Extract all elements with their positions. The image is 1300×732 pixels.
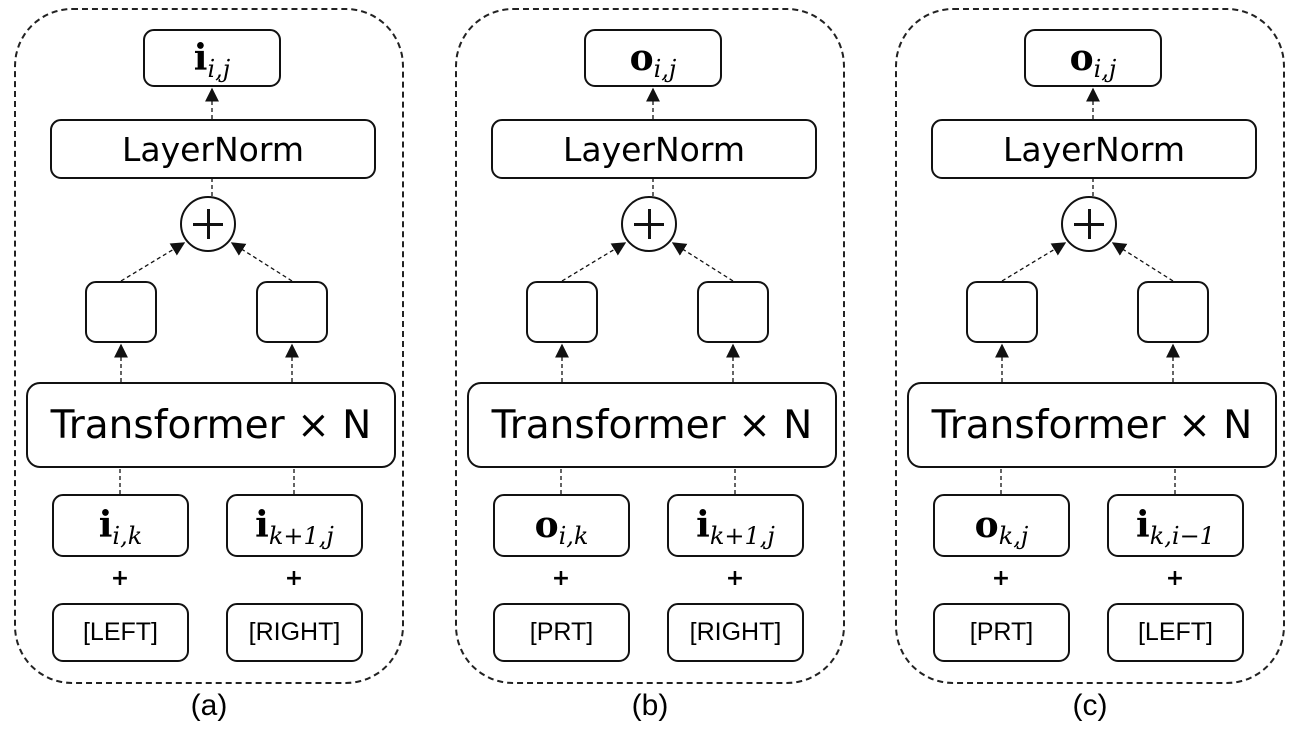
output-vector: o bbox=[1069, 36, 1094, 79]
transformer-label: Transformer × N bbox=[50, 402, 372, 448]
layernorm-block: LayerNorm bbox=[491, 119, 817, 179]
right-input-representation: ik,i−1 bbox=[1136, 504, 1215, 548]
layernorm-label: LayerNorm bbox=[1002, 129, 1185, 169]
left-token-label: [PRT] bbox=[529, 618, 594, 646]
left-token-label: [LEFT] bbox=[82, 618, 158, 646]
output-subscript: i,j bbox=[1093, 54, 1117, 83]
right-span-embedding-box bbox=[697, 281, 769, 343]
arrow-left-emb-to-sum bbox=[1001, 242, 1067, 282]
right-plus-sign: + bbox=[284, 566, 304, 591]
right-span-embedding-box bbox=[256, 281, 328, 343]
panel-caption: (b) bbox=[631, 689, 669, 722]
transformer-label: Transformer × N bbox=[491, 402, 813, 448]
right-input-subscript: k,i−1 bbox=[1149, 522, 1215, 550]
left-input-vector: o bbox=[534, 504, 559, 546]
right-plus-sign: + bbox=[725, 566, 745, 591]
connector-arrows bbox=[555, 87, 740, 494]
layernorm-label: LayerNorm bbox=[121, 129, 304, 169]
transformer-block: Transformer × N bbox=[907, 382, 1277, 468]
left-input-box: oi,k bbox=[493, 494, 630, 557]
sum-operator-icon bbox=[180, 196, 236, 252]
right-span-embedding-box bbox=[1137, 281, 1209, 343]
right-token-box: [RIGHT] bbox=[226, 603, 363, 662]
output-vector: o bbox=[629, 36, 654, 79]
transformer-block: Transformer × N bbox=[467, 382, 837, 468]
left-input-vector: i bbox=[98, 504, 113, 546]
left-token-box: [PRT] bbox=[493, 603, 630, 662]
left-token-box: [LEFT] bbox=[52, 603, 189, 662]
right-token-label: [RIGHT] bbox=[248, 618, 341, 646]
transformer-label: Transformer × N bbox=[931, 402, 1253, 448]
layernorm-label: LayerNorm bbox=[562, 129, 745, 169]
left-input-box: ok,j bbox=[933, 494, 1070, 557]
output-subscript: i,j bbox=[207, 54, 231, 83]
left-plus-sign: + bbox=[991, 566, 1011, 591]
right-token-label: [RIGHT] bbox=[689, 618, 782, 646]
right-input-box: ik+1,j bbox=[226, 494, 363, 557]
sum-operator-icon bbox=[621, 196, 677, 252]
left-span-embedding-box bbox=[966, 281, 1038, 343]
right-input-box: ik,i−1 bbox=[1107, 494, 1244, 557]
left-input-subscript: i,k bbox=[558, 522, 589, 550]
output-representation-box: oi,j bbox=[584, 29, 722, 87]
output-vector: i bbox=[193, 36, 208, 79]
connector-arrows bbox=[114, 87, 299, 494]
right-plus-sign: + bbox=[1165, 566, 1185, 591]
arrow-right-emb-to-sum bbox=[1111, 242, 1174, 282]
output-representation: oi,j bbox=[629, 36, 677, 81]
right-input-vector: i bbox=[1136, 504, 1150, 546]
left-span-embedding-box bbox=[526, 281, 598, 343]
left-input-box: ii,k bbox=[52, 494, 189, 557]
left-input-subscript: k,j bbox=[998, 522, 1029, 550]
left-input-vector: o bbox=[974, 504, 999, 546]
left-token-box: [PRT] bbox=[933, 603, 1070, 662]
right-input-vector: i bbox=[696, 504, 710, 546]
output-representation-box: ii,j bbox=[143, 29, 281, 87]
left-plus-sign: + bbox=[551, 566, 571, 591]
left-token-label: [PRT] bbox=[969, 618, 1034, 646]
sum-operator-icon bbox=[1061, 196, 1117, 252]
arrow-left-emb-to-sum bbox=[120, 242, 186, 282]
right-token-box: [LEFT] bbox=[1107, 603, 1244, 662]
output-representation: oi,j bbox=[1069, 36, 1117, 81]
transformer-block: Transformer × N bbox=[26, 382, 396, 468]
diagram-panel-2: oi,j LayerNorm Transformer × N oi,k ik+1… bbox=[455, 8, 845, 684]
connector-arrows bbox=[995, 87, 1180, 494]
diagram-panel-1: ii,j LayerNorm Transformer × N ii,k ik+1… bbox=[14, 8, 404, 684]
right-token-box: [RIGHT] bbox=[667, 603, 804, 662]
left-input-representation: oi,k bbox=[534, 504, 589, 548]
right-input-subscript: k+1,j bbox=[268, 522, 334, 550]
right-token-label: [LEFT] bbox=[1137, 618, 1213, 646]
panel-caption: (c) bbox=[1072, 689, 1108, 722]
diagram-panel-3: oi,j LayerNorm Transformer × N ok,j ik,i… bbox=[895, 8, 1285, 684]
layernorm-block: LayerNorm bbox=[50, 119, 376, 179]
right-input-representation: ik+1,j bbox=[696, 504, 775, 548]
right-input-vector: i bbox=[255, 504, 269, 546]
layernorm-block: LayerNorm bbox=[931, 119, 1257, 179]
left-plus-sign: + bbox=[110, 566, 130, 591]
arrow-right-emb-to-sum bbox=[230, 242, 293, 282]
right-input-box: ik+1,j bbox=[667, 494, 804, 557]
left-input-subscript: i,k bbox=[112, 522, 143, 550]
right-input-representation: ik+1,j bbox=[255, 504, 334, 548]
arrow-right-emb-to-sum bbox=[671, 242, 734, 282]
output-subscript: i,j bbox=[653, 54, 677, 83]
right-input-subscript: k+1,j bbox=[709, 522, 775, 550]
left-span-embedding-box bbox=[85, 281, 157, 343]
left-input-representation: ok,j bbox=[974, 504, 1029, 548]
arrow-left-emb-to-sum bbox=[561, 242, 627, 282]
output-representation-box: oi,j bbox=[1024, 29, 1162, 87]
output-representation: ii,j bbox=[193, 36, 230, 81]
left-input-representation: ii,k bbox=[98, 504, 143, 548]
panel-caption: (a) bbox=[190, 689, 228, 722]
